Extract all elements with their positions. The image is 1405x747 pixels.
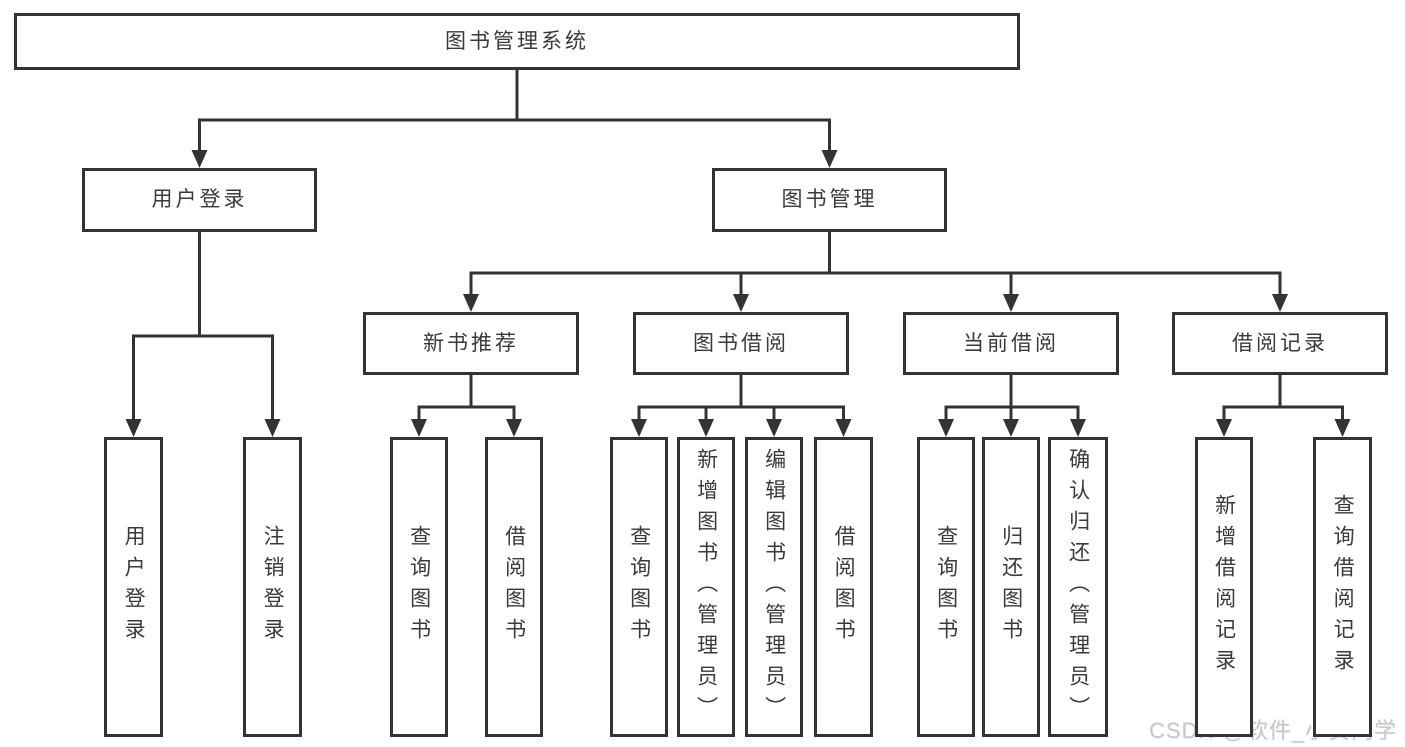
node-book-mgmt: 图书管理 [712, 168, 947, 232]
arrow-down-icon [938, 419, 954, 437]
node-label: 图书管理系统 [445, 29, 589, 53]
node-leaf-bb-edit: 编辑图书（管理员） [745, 437, 803, 737]
arrow-down-icon [835, 419, 852, 437]
node-label: 借阅记录 [1232, 331, 1328, 355]
node-label: 用户登录 [122, 525, 146, 649]
node-book-borrow: 图书借阅 [633, 312, 849, 375]
node-label: 归还图书 [999, 525, 1023, 649]
node-label: 注销登录 [261, 525, 285, 649]
arrow-down-icon [125, 419, 142, 437]
arrow-down-icon [1272, 294, 1288, 312]
node-root: 图书管理系统 [14, 13, 1020, 70]
arrow-down-icon [1003, 294, 1019, 312]
node-user-login: 用户登录 [82, 168, 317, 232]
node-label: 查询图书 [407, 525, 431, 649]
node-leaf-br-query: 查询借阅记录 [1313, 437, 1372, 737]
node-label: 借阅图书 [832, 525, 856, 649]
node-leaf-bb-query: 查询图书 [610, 437, 668, 737]
arrow-down-icon [698, 419, 714, 437]
node-label: 编辑图书（管理员） [762, 447, 786, 727]
node-leaf-cb-query: 查询图书 [917, 437, 975, 737]
arrow-down-icon [1070, 419, 1086, 437]
arrow-down-icon [506, 419, 522, 437]
node-label: 新书推荐 [423, 331, 519, 355]
node-label: 当前借阅 [963, 331, 1059, 355]
node-label: 图书管理 [781, 188, 878, 212]
arrow-down-icon [631, 419, 647, 437]
node-leaf-logout: 注销登录 [243, 437, 302, 737]
node-leaf-cb-return: 归还图书 [982, 437, 1040, 737]
arrow-down-icon [463, 294, 479, 312]
arrow-down-icon [191, 150, 208, 168]
node-label: 查询借阅记录 [1331, 494, 1355, 680]
node-leaf-rec-borrow: 借阅图书 [485, 437, 543, 737]
node-leaf-bb-add: 新增图书（管理员） [677, 437, 735, 737]
node-new-book-rec: 新书推荐 [363, 312, 579, 375]
node-label: 图书借阅 [693, 331, 789, 355]
node-borrow-record: 借阅记录 [1172, 312, 1388, 375]
node-label: 用户登录 [151, 188, 248, 212]
arrow-down-icon [821, 150, 838, 168]
node-label: 借阅图书 [502, 525, 526, 649]
arrow-down-icon [1334, 419, 1351, 437]
node-label: 新增借阅记录 [1212, 494, 1236, 680]
arrow-down-icon [1003, 419, 1019, 437]
arrow-down-icon [411, 419, 427, 437]
node-label: 查询图书 [627, 525, 651, 649]
arrow-down-icon [766, 419, 782, 437]
node-label: 新增图书（管理员） [694, 447, 718, 727]
node-leaf-rec-query: 查询图书 [390, 437, 448, 737]
node-leaf-br-add: 新增借阅记录 [1195, 437, 1253, 737]
node-leaf-cb-confirm: 确认归还（管理员） [1048, 437, 1108, 737]
node-label: 确认归还（管理员） [1066, 447, 1090, 727]
arrow-down-icon [1216, 419, 1232, 437]
node-label: 查询图书 [934, 525, 958, 649]
node-leaf-bb-borrow: 借阅图书 [814, 437, 873, 737]
arrow-down-icon [733, 294, 749, 312]
arrow-down-icon [264, 419, 281, 437]
node-leaf-user-login: 用户登录 [104, 437, 163, 737]
node-current-borrow: 当前借阅 [903, 312, 1119, 375]
